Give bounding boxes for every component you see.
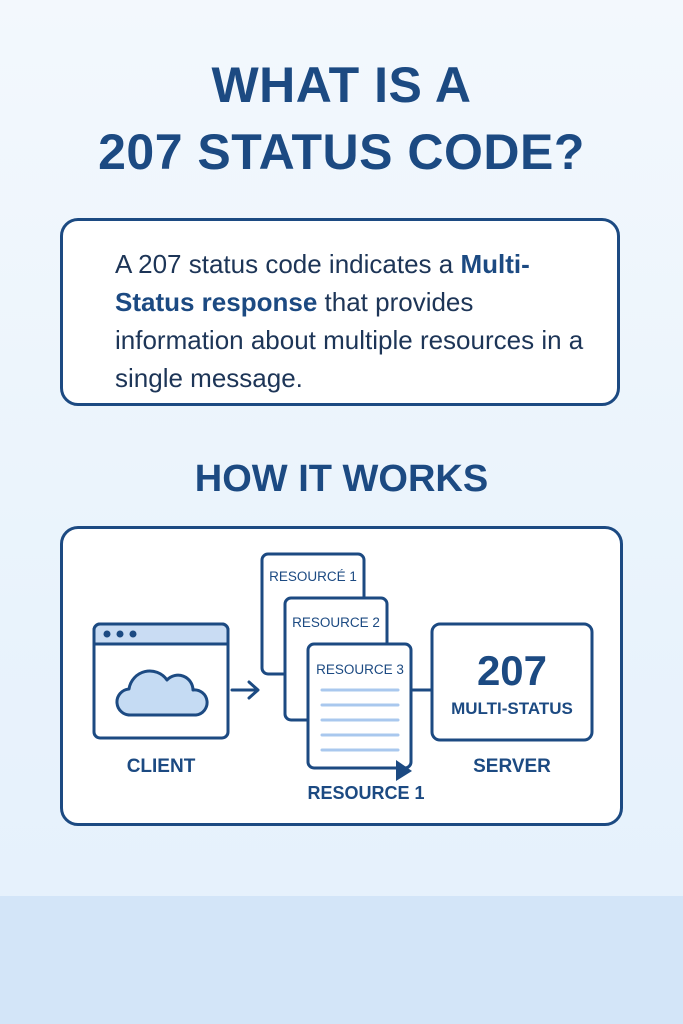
document-icon-3: RESOURCE 3 [306, 642, 413, 781]
diagram-card: CLIENT RESOURCÉ 1 RESOURCE 2 RESOURCE 3 [60, 526, 623, 826]
footer-band [0, 896, 683, 1024]
title-line-2: 207 STATUS CODE? [98, 124, 585, 180]
client-browser-icon [92, 622, 230, 740]
description-text: A 207 status code indicates a Multi-Stat… [115, 245, 585, 397]
description-part-1: A 207 status code indicates a [115, 249, 461, 279]
document-2-label: RESOURCE 2 [292, 615, 380, 630]
how-it-works-heading: HOW IT WORKS [194, 458, 489, 500]
status-code-207: 207 [477, 647, 547, 694]
cloud-icon [115, 669, 209, 717]
play-arrow-icon [396, 760, 412, 781]
arrow-right-icon [230, 680, 260, 700]
document-1-label: RESOURCÉ 1 [269, 569, 357, 584]
multi-status-label: MULTI-STATUS [451, 699, 573, 718]
server-label: SERVER [473, 756, 551, 777]
page-title: WHAT IS A 207 STATUS CODE? [0, 52, 683, 186]
document-3-label: RESOURCE 3 [316, 662, 404, 677]
description-part-2: that provides information about multiple… [115, 287, 584, 393]
server-status-box: 207 MULTI-STATUS [430, 622, 594, 742]
bottom-resource-label: RESOURCE 1 [307, 783, 424, 803]
client-label: CLIENT [127, 756, 196, 777]
description-card: A 207 status code indicates a Multi-Stat… [60, 218, 620, 406]
title-line-1: WHAT IS A [211, 57, 472, 113]
description-highlight: Multi-Status response [115, 249, 530, 317]
